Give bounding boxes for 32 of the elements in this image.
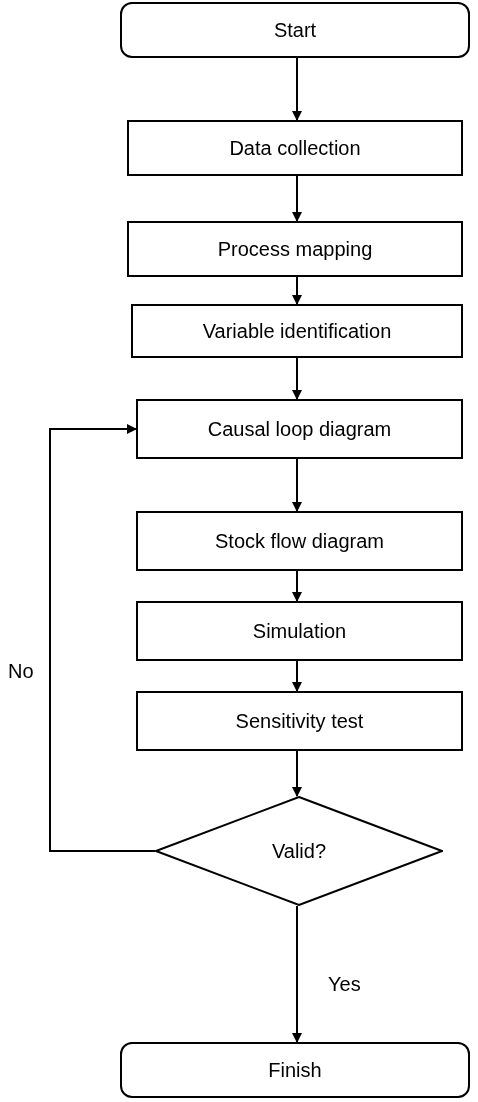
edge-label: Yes — [328, 973, 361, 996]
node-label: Start — [273, 18, 317, 42]
process-box — [127, 221, 463, 277]
arrow — [292, 276, 302, 305]
arrow — [292, 660, 302, 692]
process-box — [136, 691, 463, 751]
node-label: Data collection — [229, 136, 361, 160]
start-terminal — [120, 2, 470, 58]
process-box — [136, 399, 463, 459]
edge-label: No — [8, 660, 34, 683]
arrow — [292, 750, 302, 797]
arrow — [292, 458, 302, 512]
arrow — [292, 357, 302, 400]
arrow — [292, 570, 302, 602]
node-label: Finish — [268, 1058, 322, 1082]
process-box — [136, 601, 463, 661]
node-label: Sensitivity test — [235, 709, 364, 733]
arrow — [292, 905, 302, 1043]
process-box — [127, 120, 463, 176]
node-label: Process mapping — [217, 237, 373, 261]
process-box — [136, 511, 463, 571]
process-box — [131, 304, 463, 358]
node-label: Stock flow diagram — [215, 529, 384, 553]
end-terminal — [120, 1042, 470, 1098]
node-label: Valid? — [271, 839, 327, 863]
node-label: Causal loop diagram — [207, 417, 392, 441]
node-label: Simulation — [252, 619, 347, 643]
arrow — [49, 424, 156, 852]
arrow — [292, 175, 302, 222]
arrow — [292, 57, 302, 121]
decision-diamond — [155, 796, 443, 906]
node-label: Variable identification — [202, 319, 392, 343]
